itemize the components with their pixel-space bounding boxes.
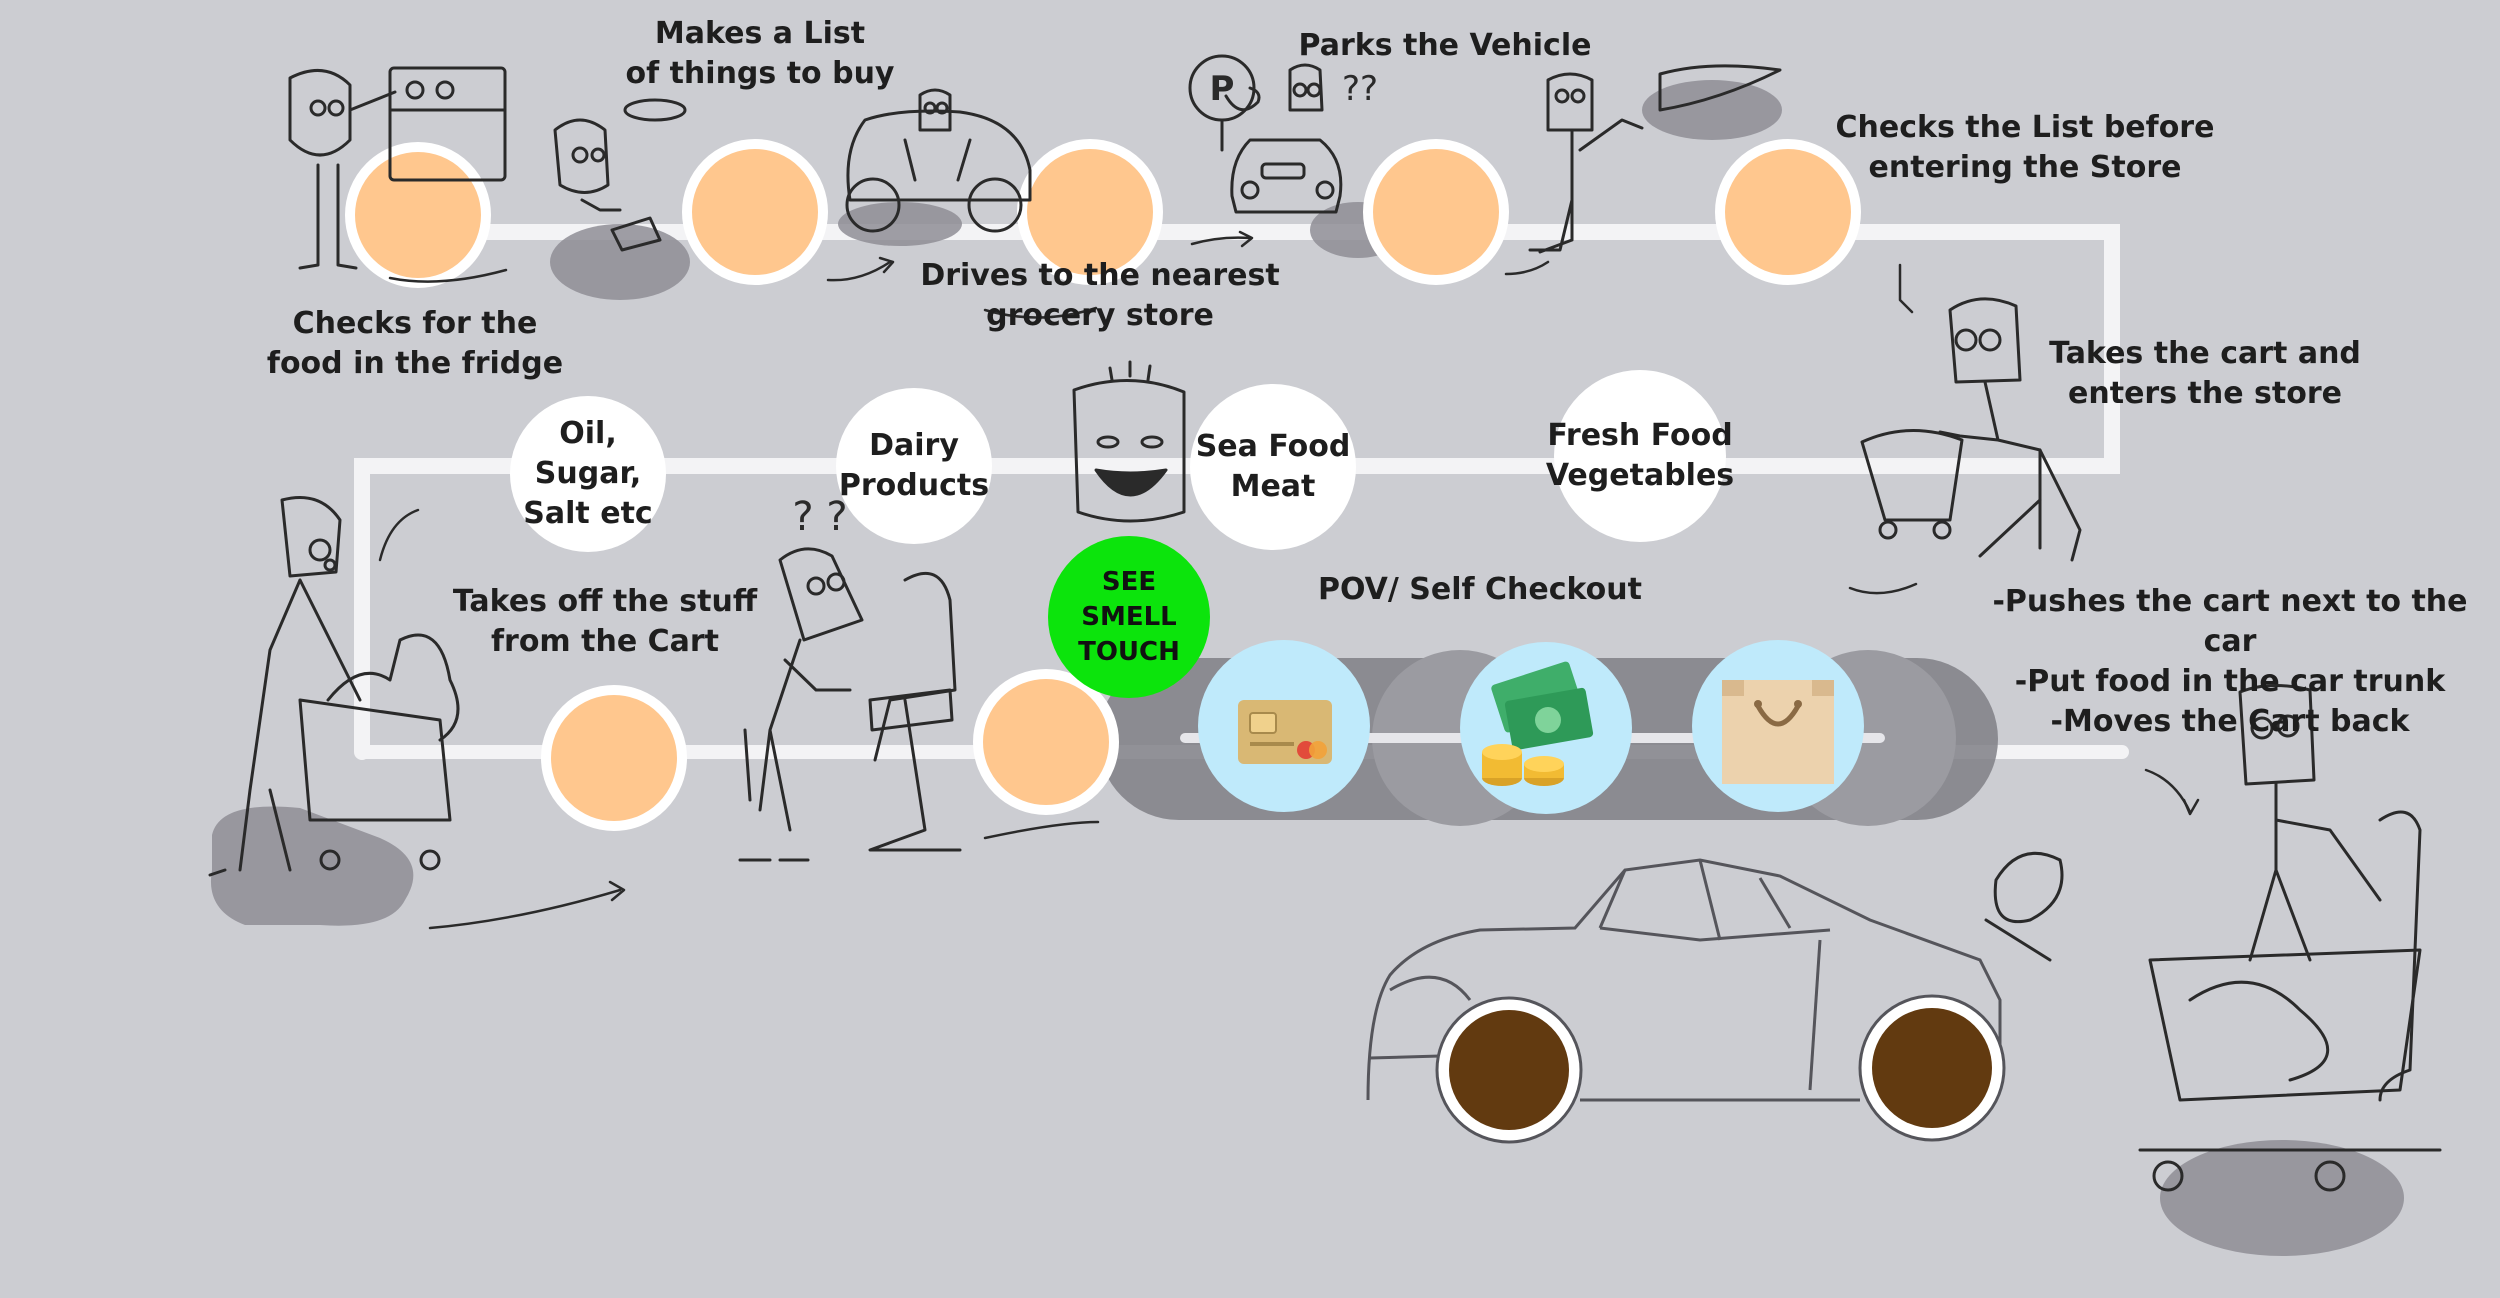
step-circles [345, 139, 1861, 831]
cart-pusher-figure [1848, 297, 2082, 595]
step-circle-drive [1017, 139, 1163, 285]
car-wheels [1435, 994, 2006, 1144]
step-circle-list [682, 139, 828, 285]
parking-sign-text: P [1210, 69, 1235, 109]
step-label-park: Parks the Vehicle [1298, 28, 1592, 63]
sense-badge: SEE SMELL TOUCH [1048, 536, 1210, 698]
step-circle-sections [973, 669, 1119, 815]
after-figure [1984, 683, 2442, 1192]
shopping-bag-icon [1722, 680, 1834, 784]
step-label-checkout: POV/ Self Checkout [1318, 572, 1642, 607]
section-bubble-fresh: Fresh Food Vegetables [1546, 370, 1734, 542]
parking-figure [1188, 54, 1550, 276]
list-figure [553, 98, 895, 282]
shelf-figure [738, 547, 1100, 862]
unload-figure [208, 496, 626, 930]
step-label-take-cart: Takes the cart and enters the store [2049, 336, 2361, 411]
step-label-fridge: Checks for the food in the fridge [266, 306, 564, 381]
credit-card-icon [1238, 700, 1332, 764]
step-circle-fridge [345, 142, 491, 288]
checklist-figure [1528, 64, 1914, 314]
checkout-icons [1198, 640, 1864, 814]
step-circle-park [1363, 139, 1509, 285]
laughing-face-figure [1072, 360, 1186, 523]
fridge-figure [288, 66, 508, 283]
step-label-drive: Drives to the nearest grocery store [920, 258, 1280, 333]
cash-coins-icon [1482, 661, 1594, 786]
section-bubble-oil: Oil, Sugar, Salt etc [510, 396, 666, 552]
step-label-take-off: Takes off the stuff from the Cart [452, 584, 758, 659]
step-label-check-list: Checks the List before entering the Stor… [1835, 110, 2215, 185]
parking-question-text: ?? [1342, 69, 1378, 109]
step-label-after: -Pushes the cart next to the car -Put fo… [1992, 584, 2468, 739]
section-bubble-seafood: Sea Food Meat [1190, 384, 1356, 550]
step-circle-check-list [1715, 139, 1861, 285]
section-bubble-dairy: Dairy Products [836, 388, 992, 544]
drive-figure [845, 88, 1254, 319]
step-label-list: Makes a List of things to buy [625, 16, 895, 91]
step-circle-take-off [541, 685, 687, 831]
sketch-figures [208, 54, 2442, 1192]
